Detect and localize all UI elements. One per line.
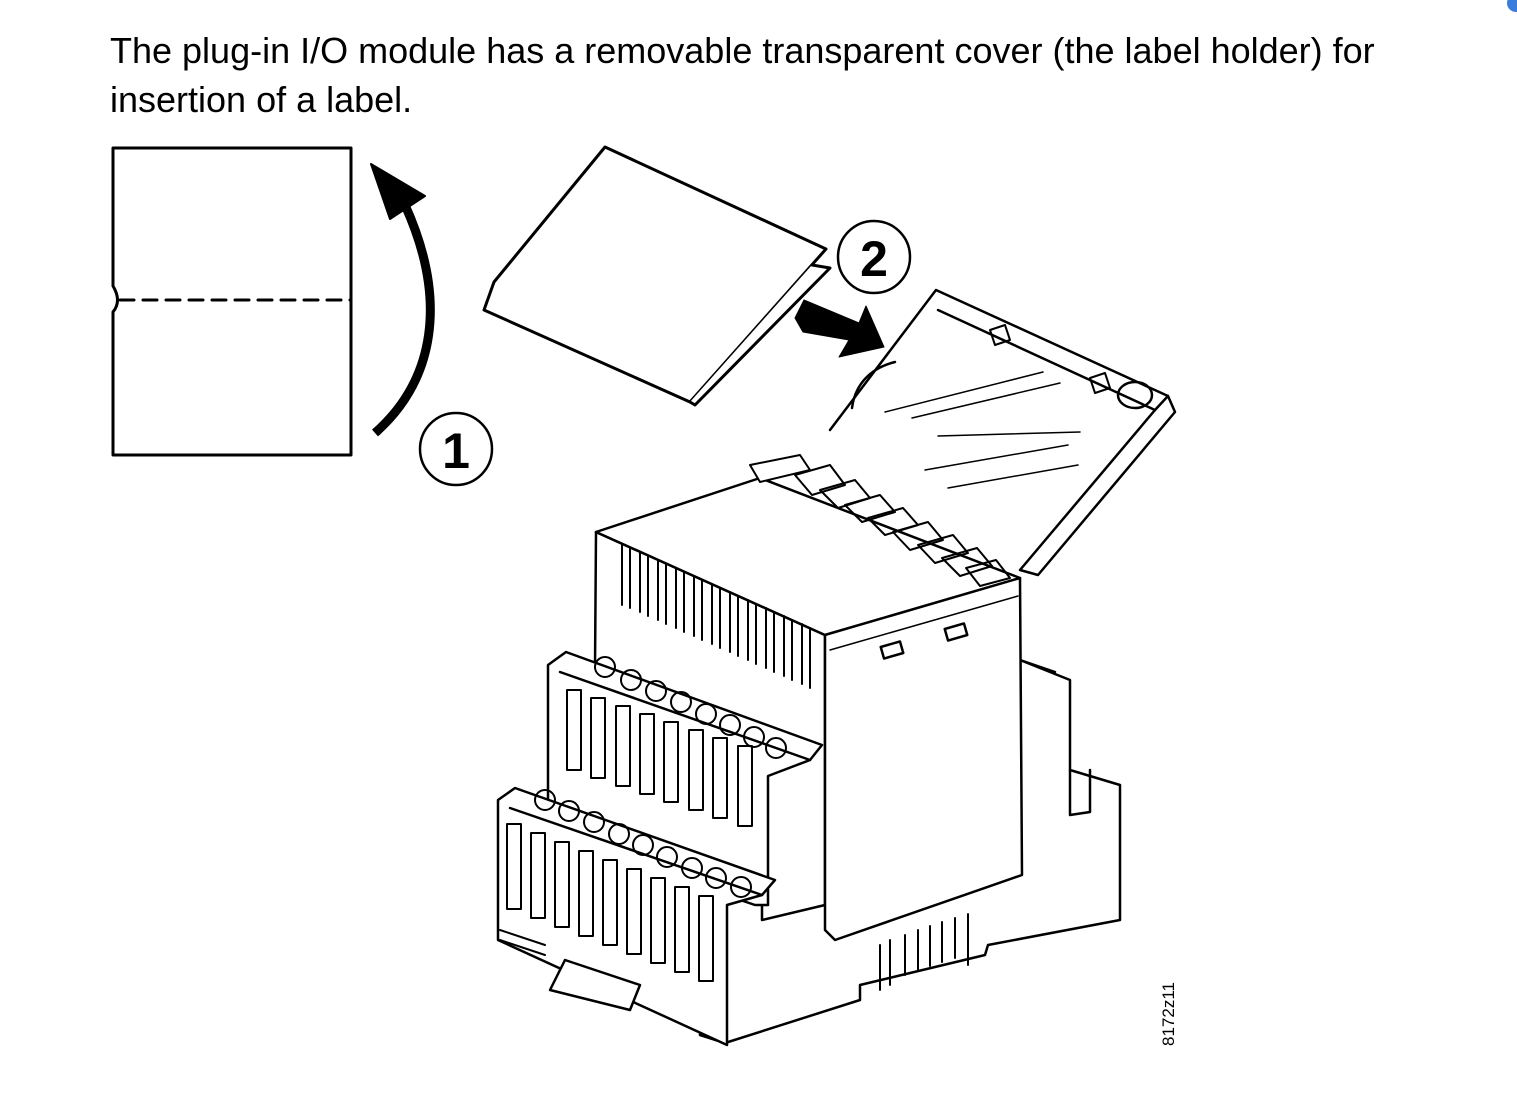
intro-paragraph: The plug-in I/O module has a removable t… <box>110 30 1375 120</box>
figure-id-label: 8172z11 <box>1159 982 1178 1046</box>
insert-arrow-icon <box>794 299 885 358</box>
step-1-number: 1 <box>442 423 470 479</box>
step-1-circle <box>418 411 494 487</box>
fold-arrow-icon <box>370 163 435 437</box>
page-indicator-icon[interactable] <box>1507 0 1517 12</box>
folded-label <box>482 145 832 407</box>
step-2-circle <box>836 219 912 295</box>
io-module <box>496 288 1177 1047</box>
label-sheet <box>111 146 353 457</box>
step-2-number: 2 <box>860 231 888 287</box>
